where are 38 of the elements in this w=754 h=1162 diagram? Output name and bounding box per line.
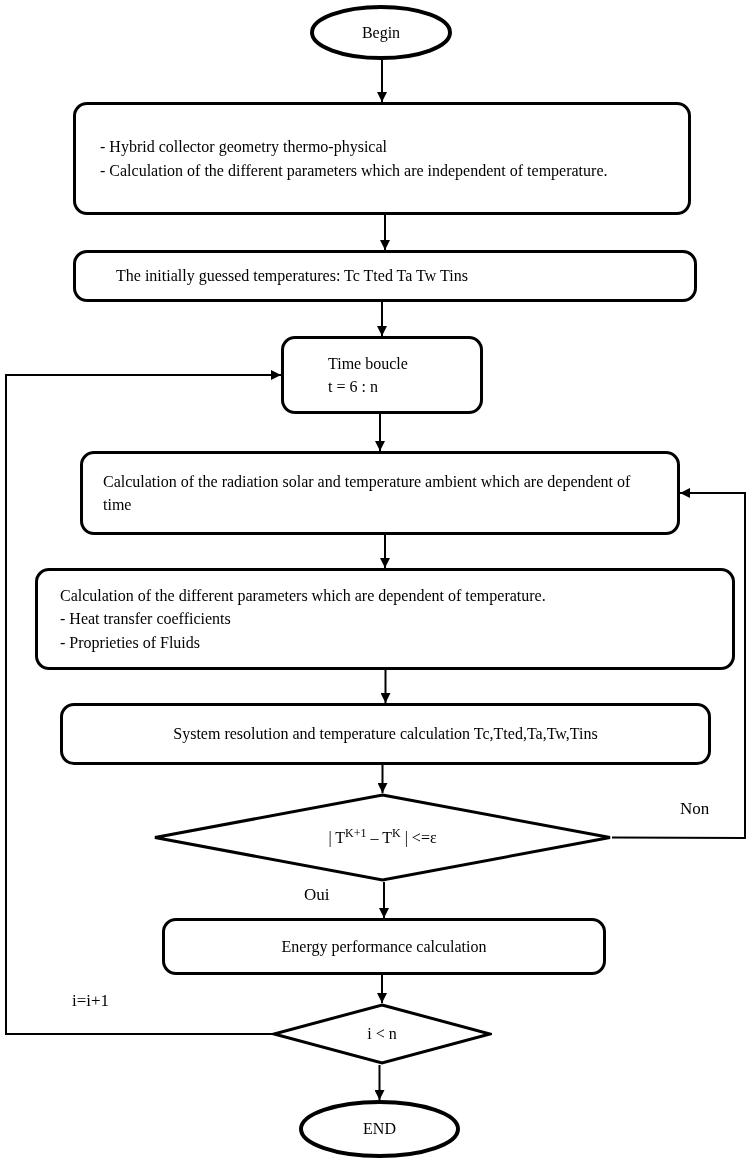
- terminal-ellipse: [310, 5, 452, 60]
- node-text: Energy performance calculation: [281, 936, 487, 958]
- arrow: [380, 669, 391, 704]
- decision-diamond: [153, 793, 612, 882]
- process-box: [73, 250, 697, 302]
- node-text: Calculation of the different parameters which are dependent of temperature.: [60, 586, 546, 607]
- node-text: - Heat transfer coefficients: [60, 609, 231, 630]
- node-text: END: [363, 1119, 396, 1140]
- process-box: [281, 336, 483, 414]
- arrow: [374, 1064, 385, 1101]
- process-box: [35, 568, 735, 670]
- node-text: t = 6 : n: [328, 377, 378, 397]
- node-text: Begin: [361, 22, 401, 44]
- arrow: [611, 488, 746, 839]
- node-text: System resolution and temperature calculation Tc,Tted,Ta,Tw,Tins: [173, 724, 598, 745]
- node-text: | T$^{K+1}$ – T$^{K}$ | <=ε: [328, 825, 437, 849]
- node-text: i < n: [367, 1024, 397, 1045]
- process-box: [60, 703, 711, 765]
- process-box: [73, 102, 691, 215]
- node-text: - Calculation of the different parameters which are independent of temperature.: [100, 160, 608, 182]
- arrow: [5, 370, 282, 1035]
- node-text: Calculation of the radiation solar and temperature ambient which are dependent of time: [103, 471, 632, 515]
- node-text: Time boucle: [328, 353, 408, 374]
- decision-diamond: [272, 1003, 492, 1065]
- terminal-ellipse: [299, 1100, 460, 1158]
- process-box: [162, 918, 606, 975]
- node-text: - Proprieties of Fluids: [60, 632, 200, 654]
- node-text: The initially guessed temperatures: Tc Tted Ta Tw Tins: [116, 266, 468, 287]
- process-box: [80, 451, 680, 535]
- arrow: [377, 764, 388, 794]
- arrow: [377, 974, 387, 1004]
- node-text: - Hybrid collector geometry thermo-physical: [100, 137, 387, 158]
- arrow: [380, 214, 390, 251]
- arrow: [379, 881, 389, 919]
- arrow: [377, 301, 387, 337]
- arrow: [375, 413, 385, 452]
- arrow: [377, 59, 387, 103]
- arrow: [380, 534, 390, 569]
